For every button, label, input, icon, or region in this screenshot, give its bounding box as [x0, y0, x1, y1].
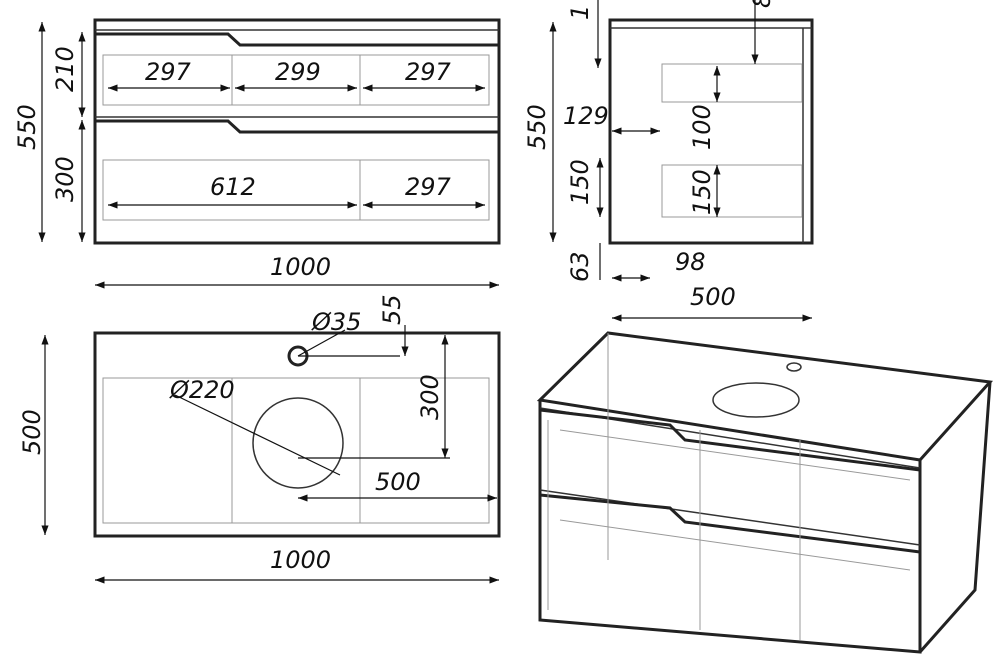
dim-side-height: 550 — [523, 104, 551, 150]
front-view: 297 299 297 612 297 550 210 300 1000 — [13, 18, 501, 289]
dim-cut-right: 8 — [748, 0, 776, 8]
isometric-view — [536, 331, 994, 654]
dim-63: 63 — [566, 251, 594, 282]
dim-bottom-drawer: 300 — [51, 156, 79, 202]
dim-500: 500 — [375, 468, 421, 496]
dim-150-left: 150 — [566, 159, 594, 205]
dim-top-drawer: 210 — [51, 46, 79, 92]
top-view: Ø35 55 Ø220 300 500 500 1000 — [18, 294, 501, 584]
dim-top-depth: 500 — [18, 409, 46, 455]
dim-cut-left: 1 — [566, 5, 594, 20]
dim-129: 129 — [563, 102, 609, 130]
dim-98: 98 — [675, 248, 706, 276]
dim-hole-large: Ø220 — [169, 376, 235, 404]
dim-150-right: 150 — [688, 169, 716, 215]
dim-bottom-2: 297 — [405, 173, 452, 201]
side-view: 1 8 550 129 100 150 150 63 98 500 — [523, 0, 814, 322]
dim-height: 550 — [13, 104, 41, 150]
dim-depth: 500 — [690, 283, 736, 311]
dim-top-1: 297 — [145, 58, 192, 86]
dim-top-2: 299 — [275, 58, 321, 86]
dim-bottom-1: 612 — [210, 173, 256, 201]
dim-hole-small: Ø35 — [311, 308, 361, 336]
dim-300: 300 — [416, 374, 444, 420]
dim-55: 55 — [378, 294, 406, 325]
dim-top-3: 297 — [405, 58, 452, 86]
dim-100: 100 — [688, 104, 716, 150]
dim-width: 1000 — [270, 253, 331, 281]
dim-top-width: 1000 — [270, 546, 331, 574]
